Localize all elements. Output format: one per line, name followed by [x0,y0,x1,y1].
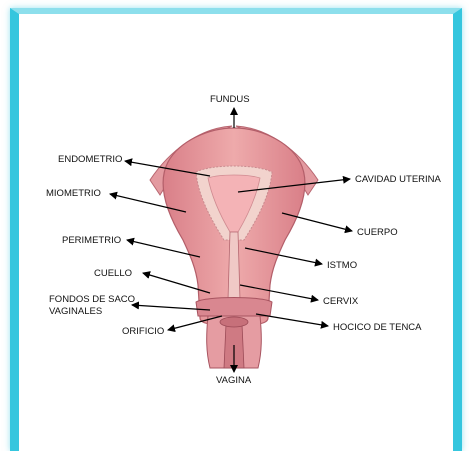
label-cuello: CUELLO [94,268,132,279]
external-os [220,317,248,327]
uterus-illustration [150,126,318,368]
label-fundus: FUNDUS [210,94,250,105]
cervical-canal [228,232,240,300]
label-vagina: VAGINA [216,375,252,386]
label-istmo: ISTMO [327,260,357,271]
label-perimetrio: PERIMETRIO [62,235,121,246]
label-cuerpo: CUERPO [357,227,398,238]
label-miometrio: MIOMETRIO [46,188,101,199]
label-hocico-de-tenca: HOCICO DE TENCA [333,322,422,333]
vaginal-fornix [196,298,272,317]
label-cavidad-uterina: CAVIDAD UTERINA [355,174,442,185]
label-fondos-1: FONDOS DE SACO [49,294,135,305]
label-endometrio: ENDOMETRIO [58,154,122,165]
label-cervix: CERVIX [323,296,359,307]
label-fondos-2: VAGINALES [49,306,102,317]
label-orificio: ORIFICIO [122,326,164,337]
